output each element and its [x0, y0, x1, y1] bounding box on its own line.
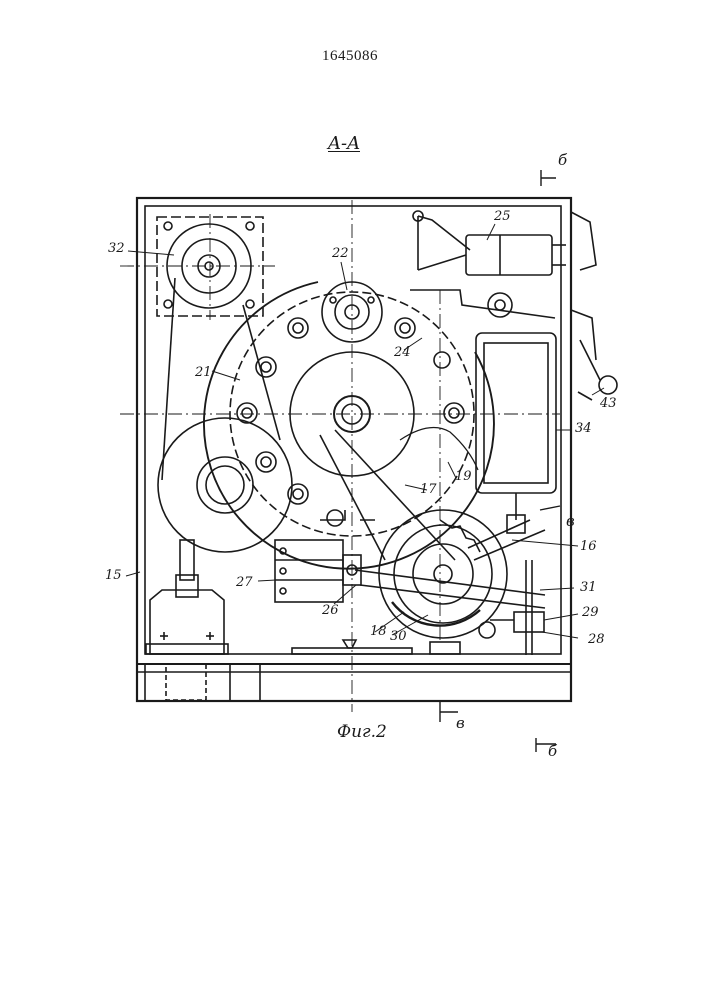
callout-22: 22 [332, 247, 349, 260]
callout-26: 26 [322, 604, 339, 617]
drum-16 [355, 510, 545, 638]
valve-25 [410, 211, 566, 318]
callout-18: 18 [370, 625, 387, 638]
drive-15 [146, 540, 228, 654]
callout-29: 29 [582, 606, 599, 619]
callout-24: 24 [394, 346, 411, 359]
callout-21: 21 [195, 366, 212, 379]
cut-mark-v-right: в [566, 514, 575, 529]
callout-30: 30 [390, 630, 407, 643]
callout-19: 19 [455, 470, 472, 483]
wheel-lower-left [158, 278, 292, 552]
callout-31: 31 [580, 581, 597, 594]
callout-25: 25 [494, 210, 511, 223]
bolt-28-29 [479, 560, 544, 655]
callout-16: 16 [580, 540, 597, 553]
callout-32: 32 [108, 242, 125, 255]
callout-34: 34 [575, 422, 592, 435]
cut-mark-v-bottom: в [456, 716, 465, 731]
cylinder-34 [476, 333, 556, 533]
cut-mark-b-bottom: б [548, 744, 557, 759]
callout-15: 15 [105, 569, 122, 582]
fixture-43 [571, 212, 617, 400]
callout-28: 28 [588, 633, 605, 646]
cut-mark-b-top: б [558, 153, 567, 168]
callout-27: 27 [236, 576, 253, 589]
callout-17: 17 [420, 483, 437, 496]
callout-43: 43 [600, 397, 617, 410]
clamp-27 [275, 540, 361, 602]
